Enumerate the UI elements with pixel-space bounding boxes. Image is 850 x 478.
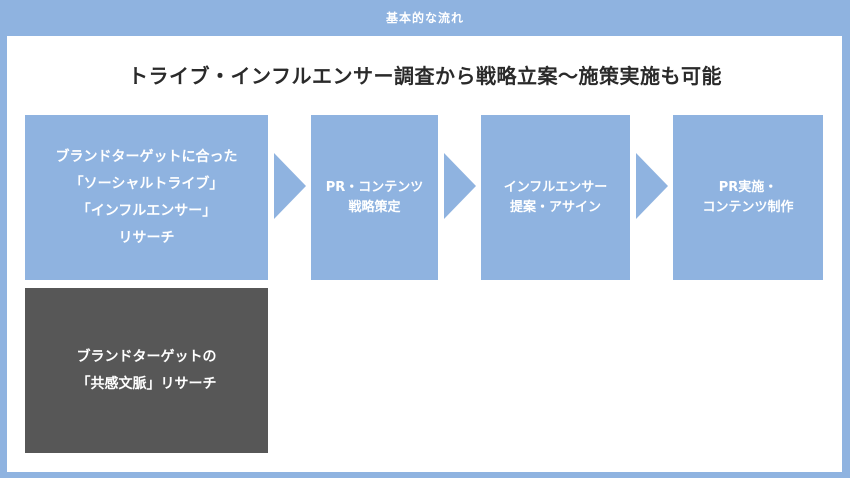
flow-arrow-2 — [444, 153, 476, 219]
flow-arrow-1 — [274, 153, 306, 219]
step-2-line-1: PR・コンテンツ — [325, 179, 424, 195]
step-box-strategy: PR・コンテンツ 戦略策定 — [311, 115, 438, 280]
step-box-tribe-research: ブランドターゲットに合った 「ソーシャルトライブ」 「インフルエンサー」 リサー… — [25, 115, 268, 280]
secondary-line-1: ブランドターゲットの — [76, 348, 217, 365]
step-1-line-4: リサーチ — [118, 229, 175, 246]
step-2-line-2: 戦略策定 — [348, 199, 401, 215]
step-3-line-2: 提案・アサイン — [509, 199, 601, 215]
secondary-line-2: 「共感文脈」リサーチ — [76, 375, 217, 392]
header-title: 基本的な流れ — [385, 11, 464, 25]
step-1-line-3: 「インフルエンサー」 — [76, 202, 217, 219]
step-1-line-2: 「ソーシャルトライブ」 — [69, 175, 224, 192]
step-4-line-2: コンテンツ制作 — [702, 199, 794, 215]
step-box-pr-content: PR実施・ コンテンツ制作 — [673, 115, 823, 280]
step-box-influencer-assign: インフルエンサー 提案・アサイン — [481, 115, 630, 280]
flow-arrow-3 — [636, 153, 668, 219]
step-3-line-1: インフルエンサー — [503, 179, 608, 195]
step-4-line-1: PR実施・ — [718, 179, 778, 195]
step-box-empathy-research: ブランドターゲットの 「共感文脈」リサーチ — [25, 288, 268, 453]
main-heading: トライブ・インフルエンサー調査から戦略立案〜施策実施も可能 — [128, 64, 722, 88]
step-1-line-1: ブランドターゲットに合った — [55, 148, 238, 165]
